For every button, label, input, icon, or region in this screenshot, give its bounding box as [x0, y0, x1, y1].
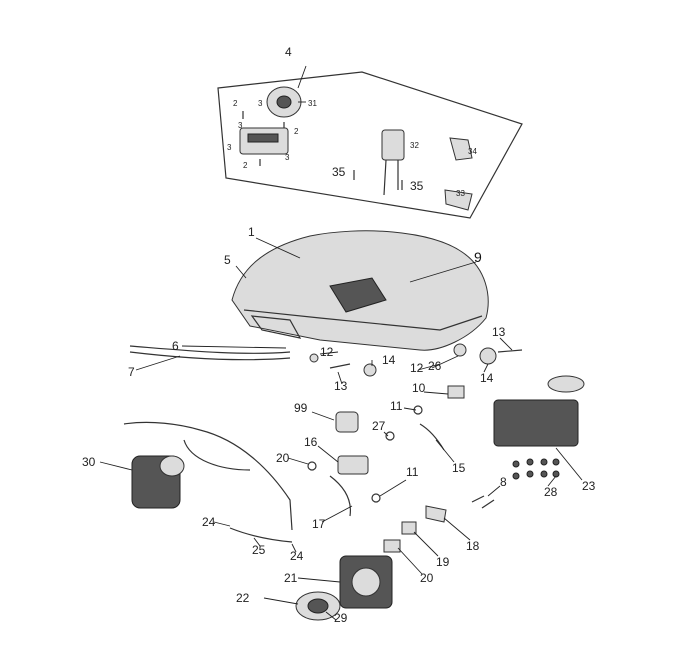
callout-14: 14 [382, 353, 396, 367]
callout-1: 1 [248, 225, 255, 239]
nut-part [309, 353, 319, 363]
callout-22: 22 [236, 591, 250, 605]
callout-33: 33 [456, 189, 465, 198]
callout-23: 23 [582, 479, 596, 493]
fuel-tank-filler-opening [329, 277, 387, 313]
callout-10: 10 [412, 381, 426, 395]
throttle-body-group [295, 555, 393, 621]
fuel-pump-group [471, 375, 585, 509]
grommet-part [453, 343, 467, 357]
canister-cap [159, 455, 185, 477]
drain-hose-part [229, 527, 293, 543]
callout-32: 32 [410, 141, 419, 150]
callout-21: 21 [284, 571, 298, 585]
callout-5: 5 [224, 253, 231, 267]
fuel-hose-part [329, 475, 351, 517]
callout-7: 7 [128, 365, 135, 379]
fuel-pipe-part [401, 521, 417, 535]
callout-9: 9 [474, 249, 482, 265]
tank-mount-detail [250, 315, 302, 339]
bolt-part [481, 499, 495, 509]
fuel-valve-part [425, 505, 447, 523]
callout-13: 13 [334, 379, 348, 393]
callout-35: 35 [332, 165, 346, 179]
rubber-cap-part [335, 411, 359, 433]
callout-26: 26 [428, 359, 442, 373]
callout-31: 31 [308, 99, 317, 108]
bolt-part [497, 349, 523, 353]
fuel-pump-part [493, 399, 579, 447]
callout-3: 3 [258, 99, 263, 108]
callout-24: 24 [202, 515, 216, 529]
bolt-part [471, 495, 485, 503]
callout-19: 19 [436, 555, 450, 569]
callout-20: 20 [276, 451, 290, 465]
callout-3: 3 [238, 121, 243, 130]
callout-99: 99 [294, 401, 308, 415]
callout-30: 30 [82, 455, 96, 469]
leader-lines [99, 65, 583, 621]
callout-16: 16 [304, 435, 318, 449]
callout-35: 35 [410, 179, 424, 193]
callout-8: 8 [500, 475, 507, 489]
clamp-part [371, 493, 381, 503]
sensor-unit-part [381, 129, 405, 161]
fuel-tank-rim [243, 309, 483, 331]
bolt-part [329, 363, 351, 369]
callout-2: 2 [233, 99, 238, 108]
throttle-bore [351, 567, 381, 597]
callout-28: 28 [544, 485, 558, 499]
clamp-part [385, 431, 395, 441]
callout-25: 25 [252, 543, 266, 557]
callout-12: 12 [320, 345, 334, 359]
fuel-pump-float [547, 375, 585, 393]
callout-3: 3 [227, 143, 232, 152]
callout-2: 2 [243, 161, 248, 170]
callout-3: 3 [285, 153, 290, 162]
canister-group [123, 421, 293, 543]
callout-11: 11 [390, 399, 403, 413]
callout-14: 14 [480, 371, 494, 385]
nut-set-part [512, 458, 560, 480]
callout-20: 20 [420, 571, 434, 585]
callout-24: 24 [290, 549, 304, 563]
breather-hose-part [129, 345, 291, 354]
callout-2: 2 [294, 127, 299, 136]
rubber-part [479, 347, 497, 365]
bracket-part [444, 189, 473, 211]
callout-34: 34 [468, 147, 477, 156]
callout-4: 4 [285, 45, 292, 59]
callout-11: 11 [406, 465, 419, 479]
rubber-part [363, 363, 377, 377]
fuel-filter-part [337, 455, 369, 475]
inset-panel-group [217, 71, 523, 219]
callout-6: 6 [172, 339, 179, 353]
callout-17: 17 [312, 517, 326, 531]
canister-hose-part [123, 421, 293, 531]
clamp-part [307, 461, 317, 471]
sensor-clip-part [449, 137, 473, 161]
callout-29: 29 [334, 611, 348, 625]
callout-15: 15 [452, 461, 466, 475]
sensor-wires [383, 159, 399, 196]
injector-part [383, 539, 401, 553]
fuel-cap-center [276, 95, 292, 109]
fuel-hose-part [419, 423, 445, 451]
callout-13: 13 [492, 325, 506, 339]
fuel-tank-group [231, 230, 523, 377]
inset-panel-outline [217, 71, 523, 219]
intake-hose-opening [307, 598, 329, 614]
callout-12: 12 [410, 361, 424, 375]
filler-cap-base-detail [247, 133, 279, 143]
canister-hose-part [183, 439, 251, 471]
callout-labels: 4 2 3 31 2 3 3 2 32 34 33 35 35 1 5 9 6 … [82, 45, 596, 625]
connector-part [447, 385, 465, 399]
breather-hose-part-edge [129, 351, 291, 361]
callout-18: 18 [466, 539, 480, 553]
callout-27: 27 [372, 419, 386, 433]
